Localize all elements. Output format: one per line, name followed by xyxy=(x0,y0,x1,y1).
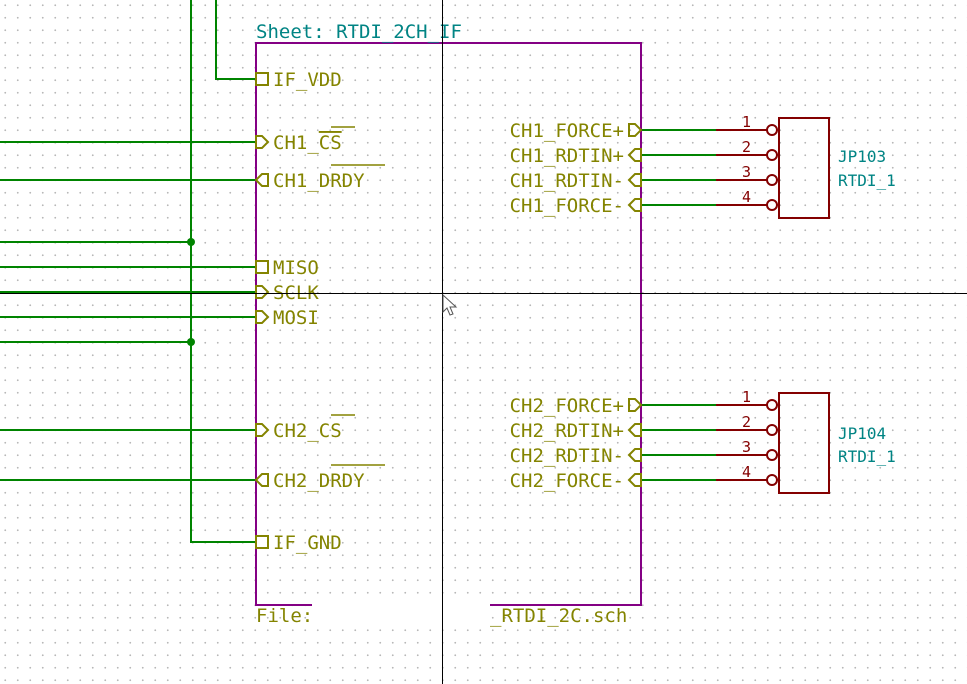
pin-output-icon[interactable] xyxy=(627,198,642,212)
pin-input-icon[interactable] xyxy=(255,285,270,299)
wires-left xyxy=(0,0,256,543)
component-value: RTDI_1 xyxy=(838,447,896,466)
pin-label-ch2-force-p: CH2_FORCE+ xyxy=(510,395,624,417)
pin-label-mosi: MOSI xyxy=(273,307,319,329)
pin-label-ch1-cs: CH1_CS xyxy=(273,132,342,154)
pin-label-ch1-drdy: CH1_DRDY xyxy=(273,170,365,192)
pin-number: 4 xyxy=(742,463,751,481)
pin-input-icon[interactable] xyxy=(255,423,270,437)
pin-circle-icon xyxy=(766,124,778,136)
pin-output-icon[interactable] xyxy=(627,148,642,162)
pin-label-ch1-force-p: CH1_FORCE+ xyxy=(510,120,624,142)
pin-label-ch1-rdtin-n: CH1_RDTIN- xyxy=(510,170,624,192)
pin-circle-icon xyxy=(766,199,778,211)
pin-passive-icon[interactable] xyxy=(255,260,269,274)
pin-passive-icon[interactable] xyxy=(255,72,269,86)
connector-body[interactable] xyxy=(778,117,830,219)
junction-dot xyxy=(187,338,195,346)
connector-body[interactable] xyxy=(778,392,830,494)
pin-output-icon[interactable] xyxy=(627,173,642,187)
sheet-name-label: Sheet: RTDI_2CH_IF xyxy=(256,21,462,43)
pin-circle-icon xyxy=(766,399,778,411)
pin-circle-icon xyxy=(766,449,778,461)
pin-number: 4 xyxy=(742,188,751,206)
pin-label-ch2-drdy: CH2_DRDY xyxy=(273,470,365,492)
pin-output-icon[interactable] xyxy=(627,473,642,487)
mouse-pointer-icon xyxy=(442,293,458,316)
pin-label-if-vdd: IF_VDD xyxy=(273,69,342,91)
reference-designator: JP103 xyxy=(838,147,886,166)
pin-number: 1 xyxy=(742,388,751,406)
left-sheet-pins xyxy=(254,72,270,549)
pin-input-icon[interactable] xyxy=(255,310,270,324)
pin-output-icon[interactable] xyxy=(627,423,642,437)
connector-jp103[interactable]: 1 2 3 4 JP103 RTDI_1 xyxy=(716,113,896,219)
pin-input-icon[interactable] xyxy=(255,135,270,149)
pin-label-ch2-rdtin-p: CH2_RDTIN+ xyxy=(510,420,624,442)
pin-output-icon[interactable] xyxy=(254,473,269,487)
connector-jp104[interactable]: 1 2 3 4 JP104 RTDI_1 xyxy=(716,388,896,494)
pin-input-icon[interactable] xyxy=(628,123,643,137)
overbar-text: CS xyxy=(319,420,342,442)
pin-number: 1 xyxy=(742,113,751,131)
sheet-file-label: File: xyxy=(256,605,325,627)
wire-if-vdd[interactable] xyxy=(215,0,256,80)
overbar-text: DRDY xyxy=(319,170,365,192)
pin-label-ch1-force-n: CH1_FORCE- xyxy=(510,195,624,217)
pin-number: 3 xyxy=(742,438,751,456)
file-name-redaction xyxy=(312,602,490,626)
component-value: RTDI_1 xyxy=(838,171,896,190)
pin-input-icon[interactable] xyxy=(628,398,643,412)
pin-label-ch2-rdtin-n: CH2_RDTIN- xyxy=(510,445,624,467)
pin-circle-icon xyxy=(766,174,778,186)
pin-circle-icon xyxy=(766,424,778,436)
pin-label-ch2-force-n: CH2_FORCE- xyxy=(510,470,624,492)
pin-number: 2 xyxy=(742,138,751,156)
overbar-text: DRDY xyxy=(319,470,365,492)
overbar-text: CS xyxy=(319,132,342,154)
junction-dot xyxy=(187,238,195,246)
reference-designator: JP104 xyxy=(838,424,886,443)
pin-label-if-gnd: IF_GND xyxy=(273,532,342,554)
pin-output-icon[interactable] xyxy=(627,448,642,462)
right-sheet-pin-labels: CH1_FORCE+ CH1_RDTIN+ CH1_RDTIN- CH1_FOR… xyxy=(510,120,624,492)
pin-label-miso: MISO xyxy=(273,257,319,279)
pin-circle-icon xyxy=(766,474,778,486)
wires-right xyxy=(641,129,716,481)
hierarchical-sheet[interactable]: Sheet: RTDI_2CH_IF File: _RTDI_2C.sch xyxy=(255,21,642,627)
pin-number: 3 xyxy=(742,163,751,181)
pin-label-ch1-rdtin-p: CH1_RDTIN+ xyxy=(510,145,624,167)
pin-label-ch2-cs: CH2_CS xyxy=(273,420,342,442)
left-sheet-pin-labels: IF_VDD CH1_CS CH1_DRDY MISO SCLK MOSI CH… xyxy=(273,69,385,554)
pin-circle-icon xyxy=(766,149,778,161)
wire-if-gnd[interactable] xyxy=(190,0,256,543)
sheet-file-suffix: _RTDI_2C.sch xyxy=(490,605,627,627)
pin-number: 2 xyxy=(742,413,751,431)
pin-passive-icon[interactable] xyxy=(255,535,269,549)
right-sheet-pins xyxy=(627,123,643,487)
pin-output-icon[interactable] xyxy=(254,173,269,187)
